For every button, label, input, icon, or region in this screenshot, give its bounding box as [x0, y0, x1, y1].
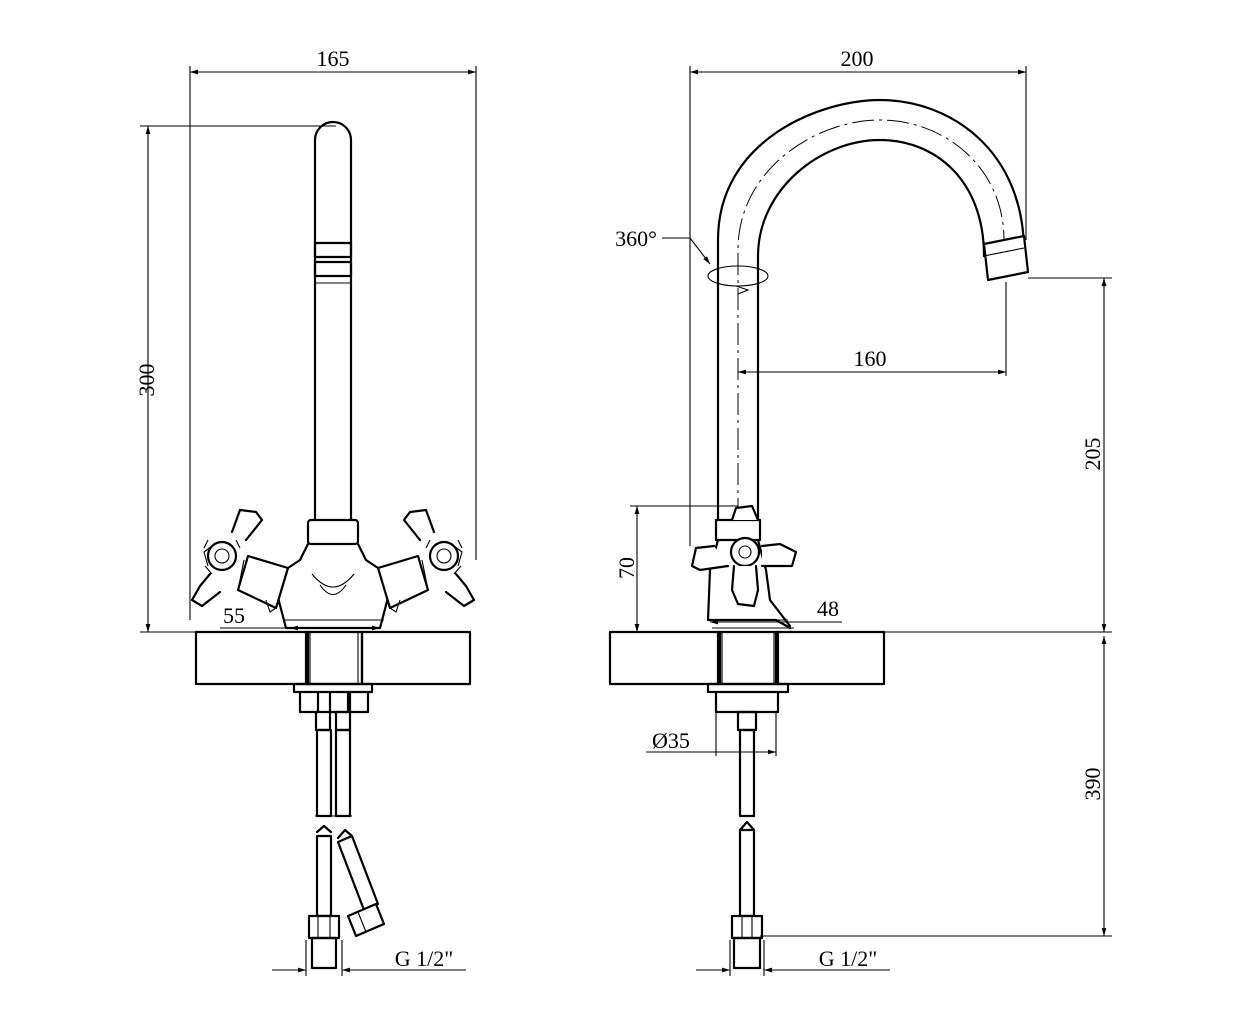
- front-base-label: 55: [223, 603, 245, 628]
- side-hose-length-label: 390: [1080, 768, 1105, 801]
- side-countertop: [608, 630, 1112, 686]
- front-spout: [313, 120, 353, 522]
- side-diameter-label: Ø35: [652, 728, 690, 753]
- side-rotation-label: 360°: [615, 226, 657, 251]
- front-hoses: [307, 728, 386, 970]
- front-dimensions: [140, 66, 477, 976]
- front-right-handle: [376, 508, 476, 613]
- front-width-label: 165: [317, 46, 350, 71]
- front-body: [274, 518, 392, 630]
- front-fittings: [292, 682, 374, 732]
- side-body: [690, 504, 798, 630]
- side-thread-label: G 1/2": [819, 946, 877, 971]
- side-fittings: [706, 682, 790, 732]
- side-dimensions: [630, 66, 1112, 976]
- side-view: [608, 66, 1112, 976]
- side-width-label: 200: [841, 46, 874, 71]
- side-handle-height-label: 70: [614, 557, 639, 579]
- front-height-label: 300: [134, 364, 159, 397]
- front-left-handle: [190, 508, 290, 613]
- side-reach-label: 160: [854, 346, 887, 371]
- side-base-label: 48: [817, 596, 839, 621]
- side-hose: [730, 728, 764, 970]
- front-view: [140, 66, 477, 976]
- side-spout-height-label: 205: [1080, 438, 1105, 471]
- front-thread-label: G 1/2": [395, 946, 453, 971]
- front-countertop: [194, 630, 472, 686]
- side-spout: [707, 98, 1030, 522]
